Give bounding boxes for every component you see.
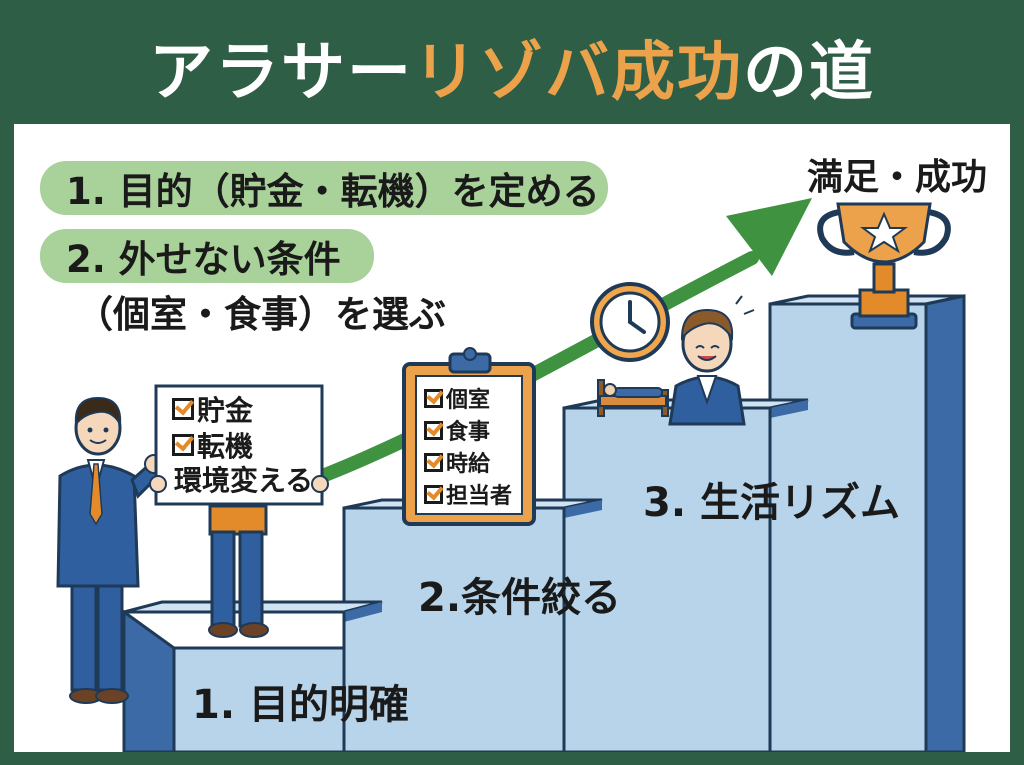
check-icon	[172, 434, 194, 456]
clipboard-item-2: 食事	[424, 416, 491, 445]
step-1-pill: 1. 目的（貯金・転機）を定める	[40, 161, 608, 215]
check-icon	[424, 484, 443, 504]
check-icon	[424, 388, 443, 408]
clipboard-item-3: 時給	[424, 448, 491, 477]
stair-2-label: 2.条件絞る	[418, 575, 622, 621]
title-part-1: アラサー	[149, 36, 413, 110]
sign-item-1-text: 貯金	[197, 394, 254, 427]
check-icon	[424, 452, 443, 472]
clipboard-item-2-text: 食事	[446, 420, 491, 445]
title-part-3: の道	[743, 36, 875, 110]
stair-scene	[56, 198, 966, 752]
clipboard-item-3-text: 時給	[446, 452, 491, 477]
title-part-2: リゾバ成功	[413, 36, 743, 110]
clipboard-item-4-text: 担当者	[446, 484, 513, 509]
sign-item-2-text: 転機	[197, 430, 254, 463]
clipboard-item-4: 担当者	[424, 480, 513, 509]
sign-item-1: 貯金	[172, 392, 254, 427]
clipboard-item-1: 個室	[424, 384, 491, 413]
illustration-panel: 1. 目的（貯金・転機）を定める 2. 外せない条件 （個室・食事）を選ぶ 満足…	[14, 124, 1010, 752]
bed-icon	[597, 379, 669, 417]
clipboard-item-1-text: 個室	[446, 388, 491, 413]
stair-3-label: 3. 生活リズム	[643, 480, 900, 526]
check-icon	[172, 398, 194, 420]
step-1-text: 1. 目的（貯金・転機）を定める	[66, 170, 600, 213]
clock-icon	[590, 282, 670, 362]
woman-figure	[668, 295, 755, 426]
stair-1-label: 1. 目的明確	[192, 682, 409, 728]
page-title: アラサーリゾバ成功の道	[0, 22, 1024, 112]
step-2-text: 2. 外せない条件	[66, 238, 341, 281]
stair-step-1	[122, 600, 383, 752]
sign-item-3: 環境変える	[174, 462, 314, 497]
step-2-detail: （個室・食事）を選ぶ	[76, 293, 446, 336]
step-2-pill: 2. 外せない条件	[40, 229, 374, 283]
trophy-icon	[817, 202, 951, 330]
goal-label: 満足・成功	[807, 157, 988, 198]
check-icon	[424, 420, 443, 440]
sign-item-2: 転機	[172, 428, 254, 463]
sign-item-3-text: 環境変える	[174, 464, 314, 497]
